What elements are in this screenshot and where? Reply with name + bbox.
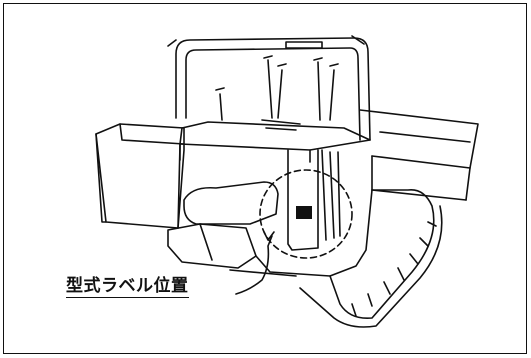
center-column xyxy=(287,149,341,251)
cargo-deck xyxy=(359,109,479,201)
label-position-circle xyxy=(259,169,353,259)
chassis xyxy=(177,143,373,277)
callout-arrowhead xyxy=(263,231,275,241)
callout-leader-line xyxy=(235,235,273,295)
type-label-position-callout: 型式ラベル位置 xyxy=(66,276,189,298)
engine-hood xyxy=(95,123,185,229)
control-levers xyxy=(215,55,339,131)
type-label-plate xyxy=(296,206,312,219)
figure-frame xyxy=(3,3,527,354)
crawler-track xyxy=(299,189,443,328)
roll-bar xyxy=(167,35,371,141)
seat-area xyxy=(167,181,279,269)
